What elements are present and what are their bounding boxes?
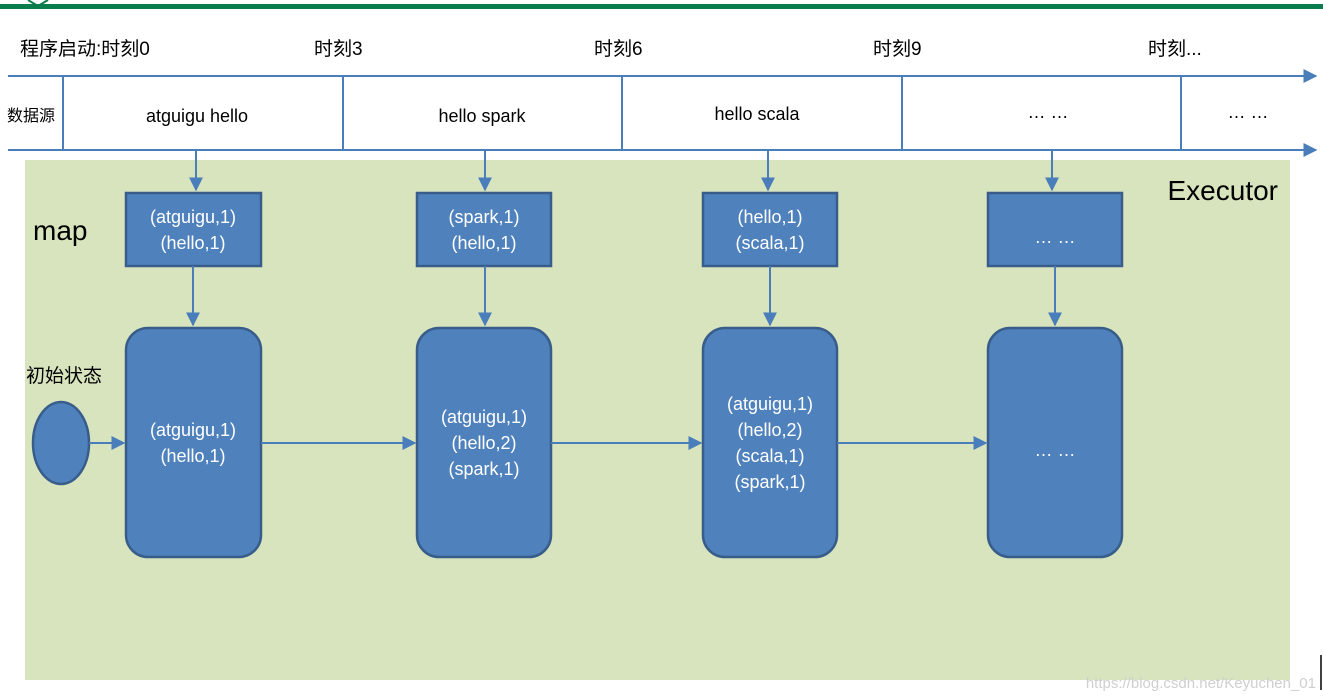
map-output-text: (hello,1) <box>160 233 225 253</box>
data-source-cell: atguigu hello <box>146 106 248 126</box>
state-box <box>701 326 839 559</box>
data-source-cell: hello spark <box>438 106 526 126</box>
time-label: 时刻9 <box>873 38 922 60</box>
map-output-text: … … <box>1034 227 1075 247</box>
map-output-text: (scala,1) <box>735 233 804 253</box>
state-box <box>124 326 263 559</box>
data-source-cell: … … <box>1227 102 1268 122</box>
data-source-cell: … … <box>1027 102 1068 122</box>
top-bar-notch <box>27 0 49 8</box>
state-text: (spark,1) <box>448 459 519 479</box>
state-text: (hello,1) <box>160 446 225 466</box>
map-output-text: (hello,1) <box>737 207 802 227</box>
map-output-box <box>124 191 263 268</box>
map-output-text: (spark,1) <box>448 207 519 227</box>
start-time-label: 程序启动:时刻0 <box>20 38 150 60</box>
time-label: 时刻... <box>1148 38 1202 60</box>
state-text: (atguigu,1) <box>150 420 236 440</box>
state-text: (atguigu,1) <box>727 394 813 414</box>
state-text: (atguigu,1) <box>441 407 527 427</box>
state-text: (hello,2) <box>737 420 802 440</box>
map-output-box <box>415 191 553 268</box>
state-text: (hello,2) <box>451 433 516 453</box>
executor-title: Executor <box>1168 175 1279 206</box>
data-source-cell: hello scala <box>714 104 800 124</box>
state-text: (spark,1) <box>734 472 805 492</box>
state-box <box>986 326 1124 559</box>
time-label: 时刻3 <box>314 38 363 60</box>
map-label: map <box>33 215 87 246</box>
map-output-box <box>986 191 1124 268</box>
map-output-text: (hello,1) <box>451 233 516 253</box>
top-bar <box>0 4 1323 9</box>
state-text: … … <box>1034 440 1075 460</box>
time-label: 时刻6 <box>594 38 643 60</box>
state-text: (scala,1) <box>735 446 804 466</box>
initial-state-node <box>31 400 91 486</box>
map-output-box <box>701 191 839 268</box>
initial-state-label: 初始状态 <box>26 365 102 387</box>
map-output-text: (atguigu,1) <box>150 207 236 227</box>
watermark: https://blog.csdn.net/Keyuchen_01 <box>1086 675 1316 692</box>
data-source-label: 数据源 <box>7 107 55 125</box>
